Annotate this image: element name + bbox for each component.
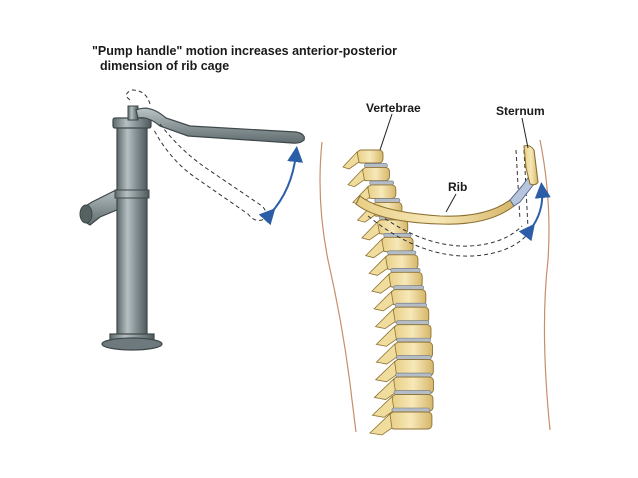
intervertebral-disc: [395, 372, 432, 378]
vertebra: [381, 236, 414, 253]
pump-body: [116, 123, 148, 337]
vertebra: [361, 167, 390, 182]
spinous-process: [368, 255, 388, 276]
spinous-process: [373, 378, 397, 400]
front-outline: [539, 139, 551, 431]
sternum-label: Sternum: [496, 104, 545, 118]
intervertebral-disc: [396, 320, 430, 325]
rib-label: Rib: [448, 180, 468, 194]
intervertebral-disc: [374, 198, 401, 203]
vertebra: [388, 271, 423, 288]
intervertebral-disc: [391, 407, 431, 413]
ghost-rib-upper: [367, 205, 523, 247]
vertebrae-leader: [379, 113, 393, 151]
spinous-process: [364, 238, 385, 259]
spinous-process: [374, 360, 397, 383]
intervertebral-disc: [387, 250, 417, 256]
vertebra: [367, 184, 397, 199]
spinous-process: [374, 308, 396, 330]
spout-opening: [79, 204, 93, 224]
spinous-process: [375, 343, 398, 365]
vertebra: [390, 289, 427, 306]
back-outline: [319, 141, 357, 433]
spinous-process: [375, 325, 397, 347]
sternum: [523, 144, 539, 186]
spinous-process: [373, 290, 394, 312]
rib-motion-arrow: [518, 182, 551, 242]
intervertebral-disc: [396, 337, 431, 343]
spinous-process: [361, 221, 380, 241]
pump-motion-arrow: [258, 146, 304, 226]
intervertebral-disc: [394, 302, 428, 308]
spinous-process: [369, 413, 393, 436]
vertebra: [385, 254, 419, 270]
intervertebral-disc: [393, 390, 432, 395]
sternum-leader: [521, 117, 529, 149]
intervertebral-disc: [392, 285, 425, 291]
spinous-process: [371, 395, 395, 418]
pump-foot: [101, 337, 163, 351]
rib-leader: [445, 193, 457, 213]
spinous-process: [342, 151, 360, 170]
caption-line-2: dimension of rib cage: [100, 59, 230, 73]
vertebrae-label: Vertebrae: [366, 101, 421, 115]
torso-outline: [319, 139, 551, 433]
pump-collar: [114, 189, 150, 199]
spinous-process: [371, 273, 392, 294]
vertebra: [389, 411, 433, 430]
spinous-process: [347, 168, 365, 188]
ghost-pivot: [126, 89, 151, 105]
vertebra: [392, 306, 430, 324]
intervertebral-disc: [364, 163, 388, 168]
intervertebral-disc: [390, 267, 421, 273]
vertebra: [356, 149, 384, 164]
intervertebral-disc: [396, 355, 432, 360]
intervertebral-disc: [369, 180, 395, 186]
diagram-caption: "Pump handle" motion increases anterior-…: [92, 44, 452, 74]
pump-handle: [135, 107, 305, 144]
ghost-rib-lower: [367, 215, 527, 257]
water-pump: [79, 89, 305, 351]
caption-line-1: "Pump handle" motion increases anterior-…: [92, 44, 397, 58]
vertebral-column: [342, 149, 434, 436]
rib-system: [355, 144, 551, 257]
